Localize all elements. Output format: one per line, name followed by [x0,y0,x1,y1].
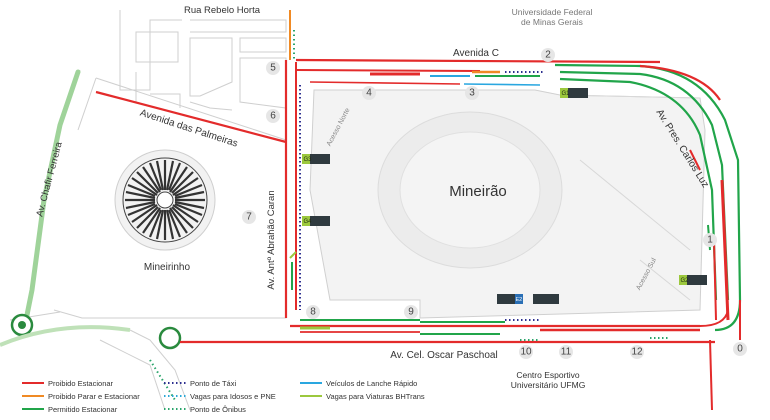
svg-text:Ponto de Táxi: Ponto de Táxi [190,379,236,388]
gate-marker-12: 12 [630,345,644,359]
street-label-rua-rebelo-horta: Rua Rebelo Horta [184,5,261,16]
mineirinho-building [114,149,216,251]
gate-marker-0: 0 [733,342,747,356]
gate-marker-2: 2 [541,48,555,62]
svg-text:Ponto de Ônibus: Ponto de Ônibus [190,405,246,414]
legend-item-proibido-estacionar: Proibido Estacionar [22,379,114,388]
svg-text:Proibido Parar e Estacionar: Proibido Parar e Estacionar [48,392,140,401]
parking-sign-g1: G1 [560,88,588,98]
legend-item-ponto-taxi: Ponto de Táxi [164,379,236,388]
svg-text:1: 1 [707,235,713,246]
svg-text:Proibido Estacionar: Proibido Estacionar [48,379,114,388]
legend-item-viaturas-bhtrans: Vagas para Viaturas BHTrans [300,392,425,401]
svg-text:3: 3 [469,88,475,99]
street-label-av-abrahao-caran: Av. Antº Abrahão Caran [266,190,277,289]
place-label-mineirao: Mineirão [449,183,507,200]
gate-marker-3: 3 [465,86,479,100]
parking-sign-e2: E2 [497,294,559,304]
gate-marker-4: 4 [362,86,376,100]
legend-item-lanche-rapido: Veículos de Lanche Rápido [300,379,417,388]
svg-text:5: 5 [270,63,276,74]
place-label-mineirinho: Mineirinho [144,262,191,273]
svg-text:10: 10 [520,347,532,358]
street-label-av-oscar-paschoal: Av. Cel. Oscar Paschoal [390,350,497,361]
svg-text:6: 6 [270,111,276,122]
street-markings [95,10,742,411]
gate-marker-8: 8 [306,305,320,319]
chafir-green-strip [23,69,81,323]
svg-text:G3: G3 [304,157,313,163]
place-label-university-line2: de Minas Gerais [521,17,583,27]
svg-text:9: 9 [408,307,414,318]
place-label-university-line1: Universidade Federal [512,7,593,17]
svg-text:2: 2 [545,50,551,61]
legend-item-permitido-estacionar: Permitido Estacionar [22,405,118,414]
svg-text:0: 0 [737,344,743,355]
parking-sign-g2: G2 [679,275,707,285]
svg-text:G2: G2 [681,278,690,284]
svg-text:Veículos de Lanche Rápido: Veículos de Lanche Rápido [326,379,417,388]
svg-text:Permitido Estacionar: Permitido Estacionar [48,405,118,414]
gate-marker-5: 5 [266,61,280,75]
svg-text:8: 8 [310,307,316,318]
map-legend: Proibido Estacionar Proibido Parar e Est… [22,379,425,414]
gate-marker-1: 1 [703,233,717,247]
svg-text:G1: G1 [562,91,571,97]
city-blocks [119,10,287,111]
gate-marker-7: 7 [242,210,256,224]
gate-markers: 0 1 2 3 4 5 6 7 8 9 10 11 12 [242,48,747,359]
svg-text:11: 11 [561,347,572,358]
svg-text:4: 4 [366,88,372,99]
legend-item-proibido-parar: Proibido Parar e Estacionar [22,392,140,401]
place-label-sports-center-line1: Centro Esportivo [516,370,580,380]
gate-marker-6: 6 [266,109,280,123]
street-label-avenida-palmeiras: Avenida das Palmeiras [139,108,240,150]
svg-text:Vagas para Idosos e PNE: Vagas para Idosos e PNE [190,392,276,401]
svg-text:G4: G4 [304,219,313,225]
mineirao-lot [309,89,706,319]
gate-marker-9: 9 [404,305,418,319]
legend-item-vagas-idosos: Vagas para Idosos e PNE [164,392,276,401]
street-label-avenida-c: Avenida C [453,48,499,59]
gate-marker-10: 10 [519,345,533,359]
svg-text:Vagas para Viaturas BHTrans: Vagas para Viaturas BHTrans [326,392,425,401]
svg-text:E2: E2 [516,297,523,303]
place-label-sports-center-line2: Universitário UFMG [511,380,586,390]
street-label-av-chafir-ferreira: Av. Chafir Ferreira [34,140,65,218]
legend-item-ponto-onibus: Ponto de Ônibus [164,405,246,414]
roundabout [0,313,182,401]
svg-text:12: 12 [631,347,643,358]
svg-text:7: 7 [246,212,252,223]
parking-sign-g3: G3 [302,154,330,164]
gate-marker-11: 11 [559,345,573,359]
parking-sign-g4: G4 [302,216,330,226]
